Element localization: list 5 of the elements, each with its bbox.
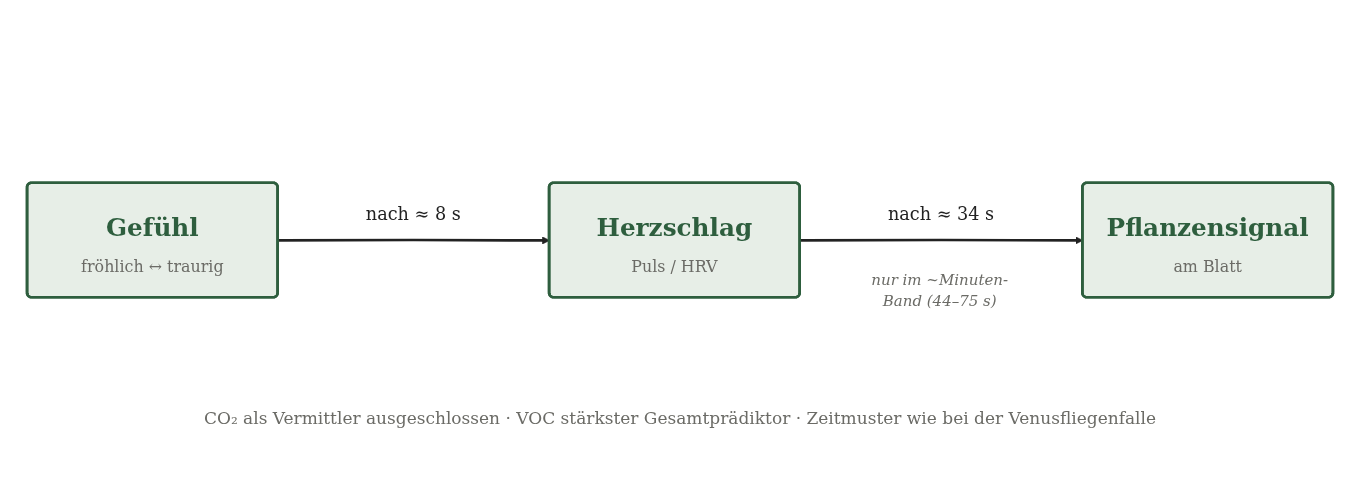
arrow (278, 236, 550, 245)
edge-label: nach ≈ 34 s (887, 202, 995, 225)
edge-label: nach ≈ 8 s (365, 202, 461, 225)
caption: CO₂ als Vermittler ausgeschlossen · VOC stärkster Gesamtprädiktor · Zeitmuster wie bei der Venusfliegenfalle (203, 408, 1157, 428)
note-text: nur im ~Minuten-Band (44–75 s) (870, 270, 1010, 311)
